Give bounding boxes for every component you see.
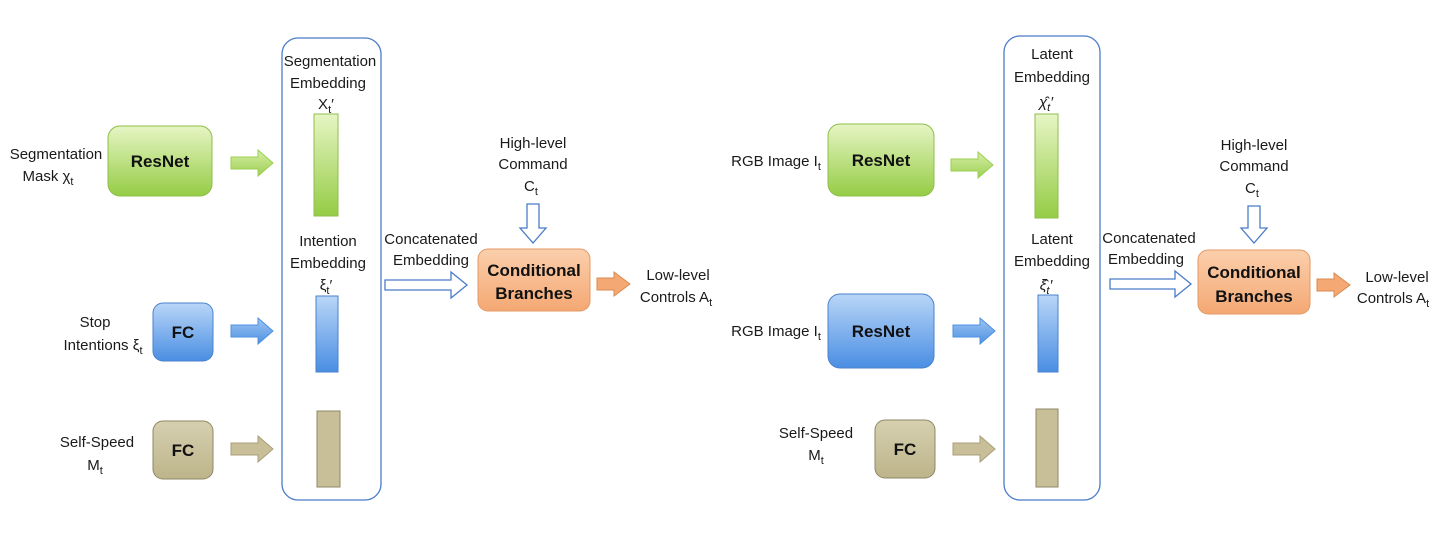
left-output-arrow — [596, 271, 631, 297]
right-conditional-branches-box: Conditional Branches — [1197, 249, 1311, 315]
right-concat-arrow — [1109, 269, 1193, 299]
left-seg-embedding-bar — [313, 113, 339, 217]
left-embedding-container — [281, 37, 382, 501]
latent2-label-1: Latent — [1031, 231, 1074, 248]
latent2-symbol: ξ̂t′ — [1040, 277, 1054, 297]
left-concat-label-1: Concatenated — [384, 231, 477, 248]
speed-input-label: Self-Speed — [60, 434, 134, 451]
left-concat-arrow — [384, 270, 469, 300]
right-speed-bar — [1035, 408, 1059, 488]
left-command-symbol: Ct — [524, 178, 538, 198]
latent1-label-1: Latent — [1031, 46, 1074, 63]
intent-embedding-label-2: Embedding — [290, 255, 366, 272]
intent-embedding-label-1: Intention — [299, 233, 357, 250]
left-speed-embedding-bar — [316, 410, 341, 488]
left-arrow-blue — [230, 316, 274, 346]
left-output-label-2: Controls At — [640, 289, 712, 309]
right-diagram: RGB Image It RGB Image It Self-Speed Mt … — [731, 35, 1429, 501]
seg-embedding-symbol: Xt′ — [318, 96, 334, 116]
right-output-label-2: Controls At — [1357, 290, 1429, 310]
speed-input-label-2: Mt — [87, 457, 103, 477]
left-resnet-box: ResNet — [107, 125, 213, 197]
right-arrow-blue — [952, 316, 996, 346]
right-command-arrow — [1239, 205, 1269, 244]
left-arrow-tan — [230, 434, 274, 464]
right-speed-input-label-2: Mt — [808, 447, 824, 467]
left-resnet-label: ResNet — [131, 152, 190, 171]
right-latent1-bar — [1034, 113, 1059, 219]
right-command-label-2: Command — [1219, 158, 1288, 175]
right-fc-label: FC — [894, 440, 917, 459]
left-concat-label-2: Embedding — [393, 252, 469, 269]
left-branches-label-1: Conditional — [487, 261, 580, 280]
latent1-symbol: χ̂t′ — [1037, 94, 1054, 114]
left-conditional-branches-box: Conditional Branches — [477, 248, 591, 312]
left-fc-box-2: FC — [152, 420, 214, 480]
stop-input-label: Stop — [80, 314, 111, 331]
left-diagram: Segmentation Mask χt Stop Intentions ξt … — [10, 37, 712, 501]
right-embedding-container — [1003, 35, 1101, 501]
left-fc-label-2: FC — [172, 441, 195, 460]
right-concat-label-1: Concatenated — [1102, 230, 1195, 247]
intent-embedding-symbol: ξt′ — [320, 277, 333, 297]
right-output-label-1: Low-level — [1365, 269, 1428, 286]
left-command-label-2: Command — [498, 156, 567, 173]
left-fc-box-1: FC — [152, 302, 214, 362]
seg-embedding-label-1: Segmentation — [284, 53, 377, 70]
right-output-arrow — [1316, 272, 1351, 298]
left-command-label-1: High-level — [500, 135, 567, 152]
right-command-symbol: Ct — [1245, 180, 1259, 200]
left-fc-label-1: FC — [172, 323, 195, 342]
segmentation-input-label-2: Mask χt — [23, 168, 74, 188]
right-resnet-label-2: ResNet — [852, 322, 911, 341]
right-concat-label-2: Embedding — [1108, 251, 1184, 268]
left-arrow-green — [230, 148, 274, 178]
left-output-label-1: Low-level — [646, 267, 709, 284]
right-command-label-1: High-level — [1221, 137, 1288, 154]
right-rgb-input-label-1: RGB Image It — [731, 153, 821, 173]
right-latent2-bar — [1037, 294, 1059, 373]
left-command-arrow — [518, 203, 548, 244]
right-resnet-box-2: ResNet — [827, 293, 935, 369]
right-arrow-tan — [952, 434, 996, 464]
segmentation-input-label: Segmentation — [10, 146, 103, 163]
right-resnet-box-1: ResNet — [827, 123, 935, 197]
right-fc-box: FC — [874, 419, 936, 479]
stop-input-label-2: Intentions ξt — [64, 337, 143, 357]
right-arrow-green — [950, 150, 994, 180]
seg-embedding-label-2: Embedding — [290, 75, 366, 92]
left-branches-label-2: Branches — [495, 284, 572, 303]
latent2-label-2: Embedding — [1014, 253, 1090, 270]
right-resnet-label-1: ResNet — [852, 151, 911, 170]
right-rgb-input-label-2: RGB Image It — [731, 323, 821, 343]
left-intent-embedding-bar — [315, 295, 339, 373]
right-branches-label-1: Conditional — [1207, 263, 1300, 282]
right-speed-input-label: Self-Speed — [779, 425, 853, 442]
right-branches-label-2: Branches — [1215, 287, 1292, 306]
latent1-label-2: Embedding — [1014, 69, 1090, 86]
